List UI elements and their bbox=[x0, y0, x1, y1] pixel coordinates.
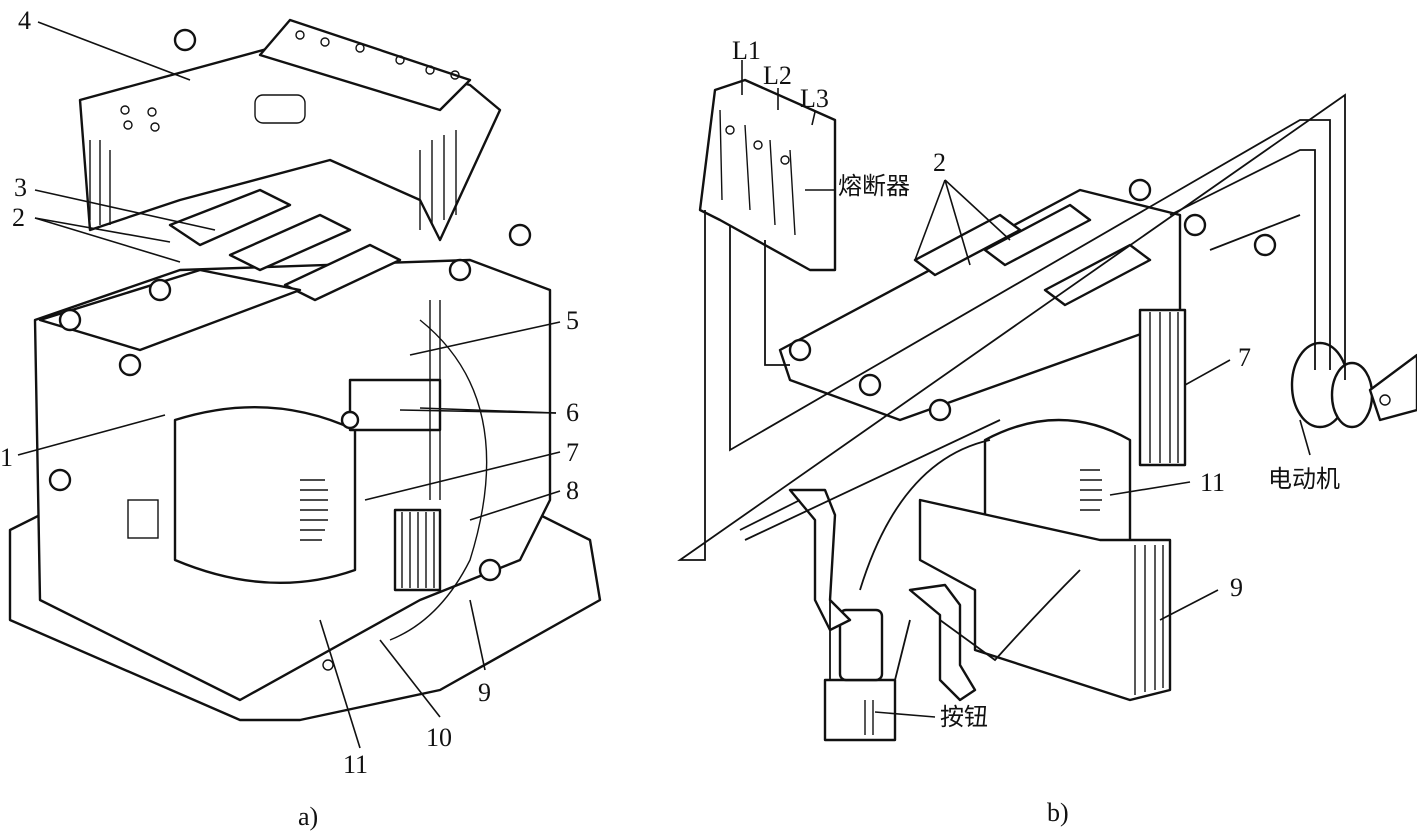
base-window bbox=[127, 499, 159, 539]
cover-fins bbox=[89, 130, 457, 230]
cover-vent-holes bbox=[120, 30, 460, 132]
core-laminations bbox=[401, 512, 435, 588]
phase-label-l3: L3 bbox=[800, 84, 829, 113]
caption-panel-a: a) bbox=[298, 802, 319, 831]
button-contact-left bbox=[788, 488, 852, 632]
motor-shaft bbox=[1368, 353, 1417, 422]
callout-10: 10 bbox=[426, 723, 452, 752]
armature bbox=[348, 378, 442, 432]
coil bbox=[173, 405, 357, 585]
arc-chute-top-face bbox=[258, 18, 472, 112]
callout-1: 1 bbox=[0, 443, 13, 472]
caption-panel-b: b) bbox=[1047, 798, 1069, 827]
motor-flange bbox=[1330, 361, 1374, 429]
terminal-screws bbox=[48, 223, 532, 582]
contacts-callout-2: 2 bbox=[933, 148, 946, 177]
contact-screws bbox=[788, 178, 1277, 422]
panel-a-drawing bbox=[8, 18, 602, 722]
callout-9: 9 bbox=[478, 678, 491, 707]
core-callout-7: 7 bbox=[1238, 343, 1251, 372]
callout-3: 3 bbox=[14, 173, 27, 202]
contact-carrier bbox=[38, 268, 302, 352]
coil-windings bbox=[300, 479, 328, 541]
button-label: 按钮 bbox=[940, 703, 988, 731]
coil-callout-11: 11 bbox=[1200, 468, 1226, 497]
button-contact-right bbox=[908, 583, 977, 702]
fuse-label: 熔断器 bbox=[838, 172, 910, 200]
callout-7: 7 bbox=[566, 438, 579, 467]
callout-4: 4 bbox=[18, 6, 31, 35]
phase-label-l1: L1 bbox=[732, 36, 761, 65]
wiring bbox=[677, 93, 1346, 681]
callout-8: 8 bbox=[566, 476, 579, 505]
push-button-cap bbox=[838, 608, 884, 682]
base-hole bbox=[322, 659, 334, 671]
static-core-laminations bbox=[1149, 312, 1179, 463]
cover-post bbox=[173, 28, 197, 52]
panel-b-leaders bbox=[741, 60, 1311, 718]
panel-a-leaders bbox=[17, 21, 561, 749]
contact-fingers bbox=[913, 203, 1152, 307]
fuse-elements bbox=[719, 109, 796, 236]
panel-b-drawing bbox=[677, 78, 1417, 742]
callout-6: 6 bbox=[566, 398, 579, 427]
return-spring bbox=[389, 319, 488, 641]
cover-opening bbox=[254, 94, 306, 124]
main-contacts bbox=[168, 188, 402, 302]
motor-label: 电动机 bbox=[1268, 465, 1340, 493]
callout-5: 5 bbox=[566, 306, 579, 335]
core-callout-9: 9 bbox=[1230, 573, 1243, 602]
moving-core-laminations bbox=[1134, 545, 1164, 695]
callout-2: 2 bbox=[12, 203, 25, 232]
coil-b-windings bbox=[1080, 469, 1102, 511]
push-button-body bbox=[823, 678, 897, 742]
callout-11: 11 bbox=[343, 750, 369, 779]
phase-label-l2: L2 bbox=[763, 61, 792, 90]
